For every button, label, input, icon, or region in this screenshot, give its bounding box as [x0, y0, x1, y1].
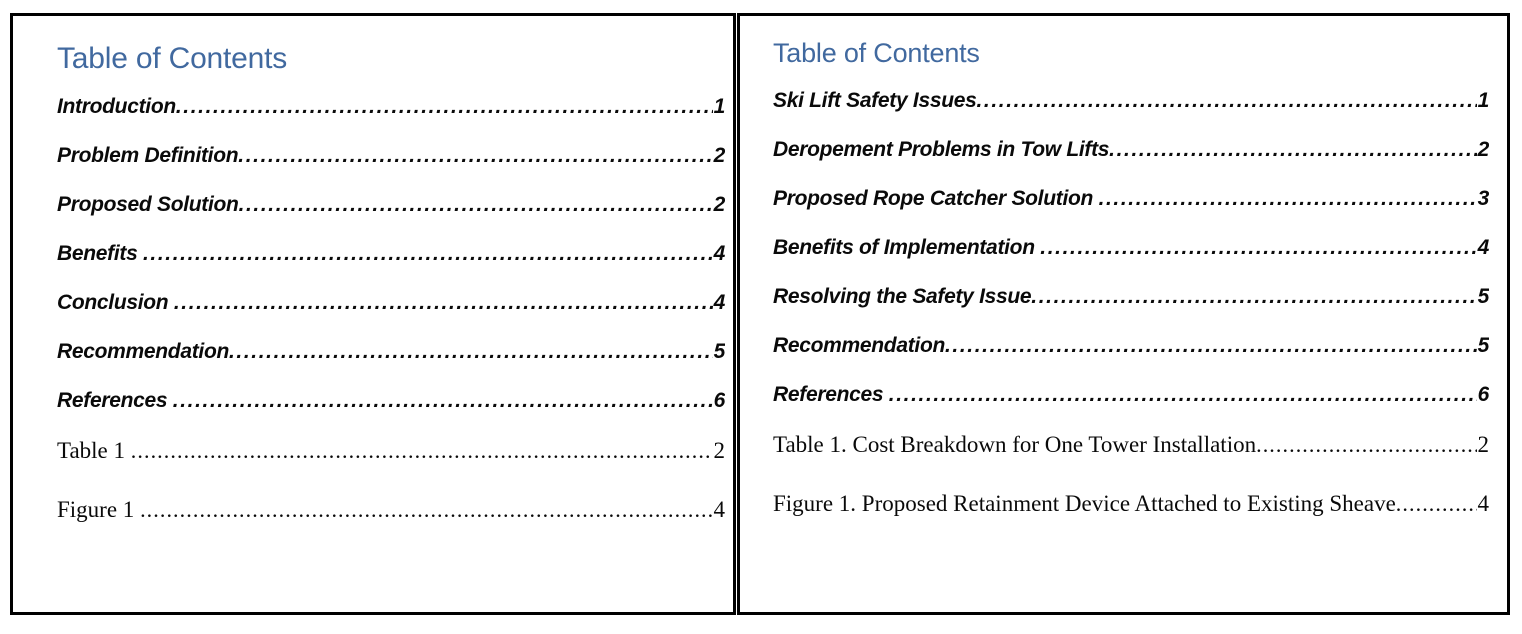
leader-dots — [976, 89, 1476, 110]
leader-dots — [1031, 285, 1476, 306]
toc-caption-table-1[interactable]: Table 1. Cost Breakdown for One Tower In… — [773, 432, 1489, 458]
toc-entry-label: Ski Lift Safety Issues — [773, 88, 977, 112]
toc-caption-label: Table 1 — [57, 438, 131, 463]
leader-dots — [1099, 187, 1477, 208]
toc-caption-page: 2 — [713, 438, 726, 463]
leader-dots — [174, 291, 713, 312]
leader-dots — [173, 389, 713, 410]
toc-entry-page: 4 — [1477, 235, 1489, 259]
toc-entry-page: 2 — [713, 144, 725, 167]
toc-entry-page: 1 — [713, 95, 725, 118]
leader-dots — [1396, 491, 1477, 514]
leader-dots — [143, 242, 713, 263]
toc-entry-page: 6 — [1477, 382, 1489, 406]
toc-entry-page: 6 — [713, 389, 725, 412]
toc-panel-right: Table of Contents Ski Lift Safety Issues… — [737, 13, 1510, 615]
leader-dots — [889, 383, 1477, 404]
toc-entry-label: Benefits — [57, 242, 143, 265]
leader-dots — [131, 438, 713, 461]
toc-entry-label: Recommendation — [773, 333, 945, 357]
toc-entry-proposed-rope-catcher-solution[interactable]: Proposed Rope Catcher Solution 3 — [773, 187, 1489, 211]
toc-panel-left: Table of Contents Introduction 1 Problem… — [10, 13, 736, 615]
toc-caption-label: Table 1. Cost Breakdown for One Tower In… — [773, 431, 1257, 457]
leader-dots — [229, 340, 713, 361]
toc-entry-page: 4 — [713, 291, 725, 314]
leader-dots — [1256, 432, 1476, 455]
toc-caption-list-left: Table 1 2 Figure 1 4 — [57, 438, 725, 523]
toc-entry-page: 2 — [1477, 137, 1489, 161]
toc-caption-figure-1[interactable]: Figure 1 4 — [57, 497, 725, 523]
page-title-left: Table of Contents — [57, 42, 288, 75]
toc-caption-page: 4 — [713, 497, 726, 522]
toc-entry-page: 3 — [1477, 186, 1489, 210]
toc-entry-page: 5 — [713, 340, 725, 363]
toc-entry-deropement-problems[interactable]: Deropement Problems in Tow Lifts 2 — [773, 138, 1489, 162]
toc-entry-label: Recommendation — [57, 340, 229, 363]
leader-dots — [176, 95, 713, 116]
toc-caption-label: Figure 1. Proposed Retainment Device Att… — [773, 490, 1396, 516]
toc-entry-label: Resolving the Safety Issue — [773, 284, 1032, 308]
toc-entry-references[interactable]: References 6 — [773, 383, 1489, 407]
toc-entry-page: 5 — [1477, 333, 1489, 357]
toc-entry-label: References — [773, 382, 889, 406]
toc-caption-list-right: Table 1. Cost Breakdown for One Tower In… — [773, 432, 1489, 517]
leader-dots — [1109, 138, 1476, 159]
leader-dots — [238, 144, 712, 165]
toc-caption-table-1[interactable]: Table 1 2 — [57, 438, 725, 464]
toc-caption-page: 2 — [1477, 431, 1490, 457]
toc-caption-figure-1[interactable]: Figure 1. Proposed Retainment Device Att… — [773, 491, 1489, 517]
toc-entry-label: References — [57, 389, 173, 412]
toc-entry-ski-lift-safety-issues[interactable]: Ski Lift Safety Issues 1 — [773, 89, 1489, 113]
toc-entry-introduction[interactable]: Introduction 1 — [57, 95, 725, 119]
toc-entry-proposed-solution[interactable]: Proposed Solution 2 — [57, 193, 725, 217]
toc-entry-list-right: Ski Lift Safety Issues 1 Deropement Prob… — [773, 89, 1489, 407]
toc-entry-references[interactable]: References 6 — [57, 389, 725, 413]
toc-entry-page: 4 — [713, 242, 725, 265]
toc-entry-label: Introduction — [57, 95, 176, 118]
toc-entry-list-left: Introduction 1 Problem Definition 2 Prop… — [57, 95, 725, 413]
toc-entry-benefits-of-implementation[interactable]: Benefits of Implementation 4 — [773, 236, 1489, 260]
toc-caption-label: Figure 1 — [57, 497, 141, 522]
toc-entry-page: 5 — [1477, 284, 1489, 308]
toc-caption-page: 4 — [1477, 490, 1490, 516]
leader-dots — [945, 334, 1477, 355]
toc-entry-label: Proposed Rope Catcher Solution — [773, 186, 1099, 210]
toc-entry-page: 1 — [1477, 88, 1489, 112]
toc-entry-resolving-the-safety-issue[interactable]: Resolving the Safety Issue 5 — [773, 285, 1489, 309]
leader-dots — [140, 497, 712, 520]
toc-entry-conclusion[interactable]: Conclusion 4 — [57, 291, 725, 315]
toc-entry-recommendation[interactable]: Recommendation 5 — [773, 334, 1489, 358]
toc-panel-left-content: Table of Contents Introduction 1 Problem… — [13, 16, 733, 612]
toc-entry-benefits[interactable]: Benefits 4 — [57, 242, 725, 266]
leader-dots — [1040, 236, 1476, 257]
toc-entry-label: Problem Definition — [57, 144, 239, 167]
page-title-right: Table of Contents — [773, 38, 980, 68]
toc-entry-label: Conclusion — [57, 291, 174, 314]
toc-entry-label: Deropement Problems in Tow Lifts — [773, 137, 1110, 161]
toc-panel-right-content: Table of Contents Ski Lift Safety Issues… — [740, 16, 1507, 612]
toc-entry-label: Proposed Solution — [57, 193, 239, 216]
toc-entry-recommendation[interactable]: Recommendation 5 — [57, 340, 725, 364]
leader-dots — [239, 193, 713, 214]
toc-entry-problem-definition[interactable]: Problem Definition 2 — [57, 144, 725, 168]
toc-entry-label: Benefits of Implementation — [773, 235, 1041, 259]
toc-entry-page: 2 — [713, 193, 725, 216]
